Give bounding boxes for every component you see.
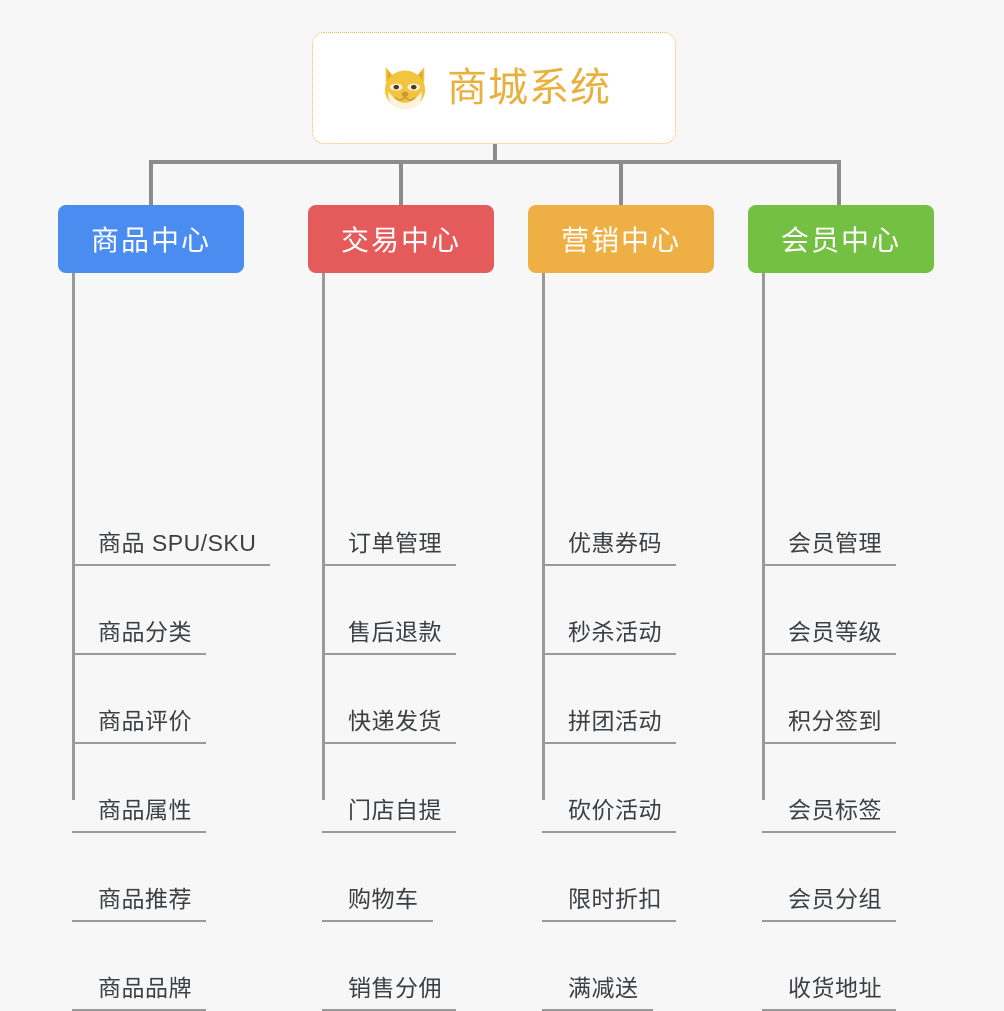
leaf-list-trade: 订单管理 售后退款 快递发货 门店自提 购物车 销售分佣: [308, 477, 556, 1011]
leaf-label: 商品分类: [98, 619, 192, 646]
leaf-label: 优惠券码: [568, 530, 662, 557]
leaf-label: 满减送: [568, 975, 639, 1002]
leaf-label: 门店自提: [348, 797, 442, 824]
leaf-item[interactable]: 会员管理: [748, 477, 996, 566]
leaf-list-marketing: 优惠券码 秒杀活动 拼团活动 砍价活动 限时折扣 满减送: [528, 477, 776, 1011]
leaf-item[interactable]: 商品品牌: [58, 922, 306, 1011]
connector-root-stem: [493, 144, 497, 162]
leaf-item[interactable]: 限时折扣: [528, 833, 776, 922]
category-header-label: 营销中心: [560, 225, 681, 256]
connector-drop-4: [837, 160, 841, 208]
category-column-product: 商品中心 商品 SPU/SKU 商品分类 商品评价 商品属性 商品推荐 商品品牌: [58, 205, 306, 1011]
category-column-member: 会员中心 会员管理 会员等级 积分签到 会员标签 会员分组 收货地址: [748, 205, 996, 1011]
category-header-marketing[interactable]: 营销中心: [528, 205, 714, 273]
column-trunk-3: [542, 272, 545, 800]
leaf-label: 商品推荐: [98, 886, 192, 913]
leaf-item[interactable]: 快递发货: [308, 655, 556, 744]
connector-drop-2: [399, 160, 403, 208]
category-column-marketing: 营销中心 优惠券码 秒杀活动 拼团活动 砍价活动 限时折扣 满减送: [528, 205, 776, 1011]
leaf-label: 售后退款: [348, 619, 442, 646]
category-header-label: 交易中心: [340, 225, 461, 256]
leaf-label: 会员分组: [788, 886, 882, 913]
category-header-label: 商品中心: [90, 225, 211, 256]
leaf-item[interactable]: 商品属性: [58, 744, 306, 833]
leaf-item[interactable]: 拼团活动: [528, 655, 776, 744]
leaf-item[interactable]: 商品推荐: [58, 833, 306, 922]
leaf-label: 商品评价: [98, 708, 192, 735]
column-trunk-4: [762, 272, 765, 800]
leaf-item[interactable]: 会员分组: [748, 833, 996, 922]
leaf-label: 商品属性: [98, 797, 192, 824]
leaf-label: 收货地址: [788, 975, 882, 1002]
category-header-label: 会员中心: [780, 225, 901, 256]
leaf-item[interactable]: 购物车: [308, 833, 556, 922]
leaf-item[interactable]: 销售分佣: [308, 922, 556, 1011]
leaf-label: 快递发货: [348, 708, 442, 735]
leaf-item[interactable]: 订单管理: [308, 477, 556, 566]
leaf-label: 会员标签: [788, 797, 882, 824]
leaf-list-member: 会员管理 会员等级 积分签到 会员标签 会员分组 收货地址: [748, 477, 996, 1011]
category-header-trade[interactable]: 交易中心: [308, 205, 494, 273]
leaf-item[interactable]: 会员等级: [748, 566, 996, 655]
leaf-label: 积分签到: [788, 708, 882, 735]
leaf-item[interactable]: 秒杀活动: [528, 566, 776, 655]
leaf-label: 商品品牌: [98, 975, 192, 1002]
leaf-label: 砍价活动: [568, 797, 662, 824]
leaf-item[interactable]: 砍价活动: [528, 744, 776, 833]
category-header-product[interactable]: 商品中心: [58, 205, 244, 273]
leaf-label: 限时折扣: [568, 886, 662, 913]
leaf-item[interactable]: 门店自提: [308, 744, 556, 833]
leaf-item[interactable]: 收货地址: [748, 922, 996, 1011]
category-header-member[interactable]: 会员中心: [748, 205, 934, 273]
leaf-item[interactable]: 售后退款: [308, 566, 556, 655]
leaf-item[interactable]: 会员标签: [748, 744, 996, 833]
leaf-label: 秒杀活动: [568, 619, 662, 646]
connector-horizontal-bus: [149, 160, 841, 164]
leaf-item[interactable]: 积分签到: [748, 655, 996, 744]
leaf-label: 销售分佣: [348, 975, 442, 1002]
connector-drop-1: [149, 160, 153, 208]
leaf-item[interactable]: 商品评价: [58, 655, 306, 744]
shiba-dog-face-icon: [377, 60, 433, 116]
column-trunk-2: [322, 272, 325, 800]
leaf-item[interactable]: 商品 SPU/SKU: [58, 477, 306, 566]
column-trunk-1: [72, 272, 75, 800]
leaf-item[interactable]: 满减送: [528, 922, 776, 1011]
leaf-label: 会员等级: [788, 619, 882, 646]
leaf-list-product: 商品 SPU/SKU 商品分类 商品评价 商品属性 商品推荐 商品品牌: [58, 477, 306, 1011]
root-title: 商城系统: [447, 66, 611, 110]
diagram-canvas: 商城系统 商品中心 商品 SPU/SKU 商品分类 商品评价 商品属性 商品推荐…: [58, 32, 996, 1011]
category-column-trade: 交易中心 订单管理 售后退款 快递发货 门店自提 购物车 销售分佣: [308, 205, 556, 1011]
leaf-item[interactable]: 商品分类: [58, 566, 306, 655]
leaf-label: 商品 SPU/SKU: [98, 530, 257, 557]
leaf-label: 会员管理: [788, 530, 882, 557]
connector-drop-3: [619, 160, 623, 208]
root-node[interactable]: 商城系统: [312, 32, 676, 144]
leaf-label: 购物车: [348, 886, 419, 913]
leaf-item[interactable]: 优惠券码: [528, 477, 776, 566]
leaf-label: 拼团活动: [568, 708, 662, 735]
leaf-label: 订单管理: [348, 530, 442, 557]
